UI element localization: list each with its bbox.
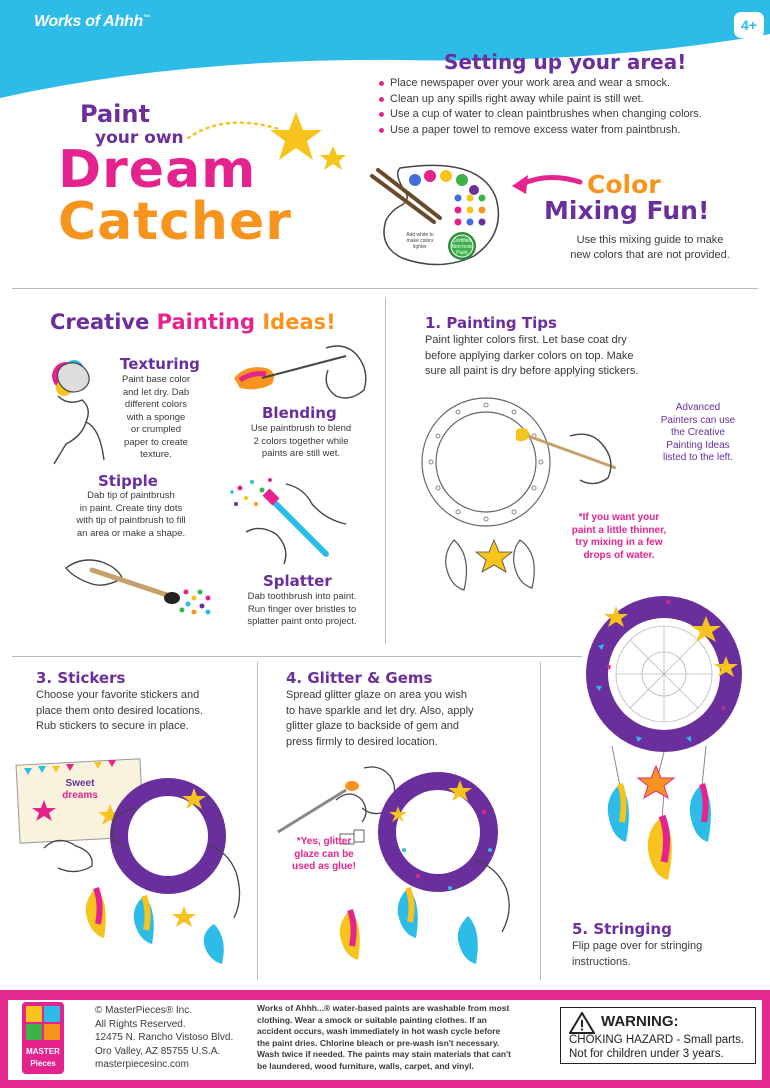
logo-text: Pieces [30,1059,56,1068]
setup-item: Clean up any spills right away while pai… [378,92,763,108]
color-mixing-description: Use this mixing guide to make new colors… [570,234,730,261]
sticker-sheet-image: Sweet dreams [15,758,241,964]
sponge-hand-icon [52,360,105,465]
age-badge: 4+ [734,12,764,38]
stipple-brush-icon [65,559,211,615]
palette-note: Add white to [406,232,434,238]
divider [540,662,541,980]
stringing-title: 5. Stringing [572,920,672,938]
warning-line: CHOKING HAZARD - Small parts. [569,1034,745,1046]
top-banner [0,0,770,98]
website-link[interactable]: masterpiecesinc.com [95,1059,189,1070]
paintbrush-hand-icon [234,345,367,399]
logo-text: MASTER [26,1047,60,1056]
divider [385,298,386,644]
stickers-title: 3. Stickers [36,669,126,687]
stars-decoration-icon [186,112,346,170]
masterpieces-logo: MASTER Pieces [22,1002,64,1074]
setup-item: Use a cup of water to clean paintbrushes… [378,107,763,123]
splatter-title: Splatter [263,572,332,590]
warning-title: WARNING: [601,1013,679,1030]
choking-warning-box: WARNING: CHOKING HAZARD - Small parts. N… [560,1007,756,1064]
palette-note: make colors [407,238,434,244]
blending-title: Blending [262,404,337,422]
brand-logo: Works of Ahhh™ [34,13,150,30]
dream-catcher-outline-icon [421,397,617,591]
texturing-title: Texturing [120,355,200,373]
title-your-own: your own [95,128,184,148]
painted-dream-catcher-image [586,596,742,880]
sticker-text: dreams [62,790,98,801]
divider [257,662,258,980]
palette-note: lighter [413,244,427,250]
seal-text: Non-toxic [451,244,473,250]
painting-tips-title: 1. Painting Tips [425,314,557,332]
title-catcher: Catcher [58,192,292,252]
paint-palette-icon: Certified Non-toxic Paint Add white to m… [370,164,500,266]
setup-item: Place newspaper over your work area and … [378,76,763,92]
divider [12,656,582,657]
setup-heading: Setting up your area! [444,50,687,74]
color-mixing-title-line2: Mixing Fun! [544,196,710,225]
seal-text: Certified [453,238,472,244]
divider [12,288,758,289]
sticker-text: Sweet [66,778,96,789]
painting-tips-text: Paint lighter colors first. Let base coa… [425,334,639,377]
setup-list: Place newspaper over your work area and … [378,76,763,138]
title-dream: Dream [58,140,257,200]
copyright-block: © MasterPieces® Inc. All Rights Reserved… [95,1005,234,1070]
curved-arrow-icon [512,175,583,194]
stipple-title: Stipple [98,472,158,490]
warning-triangle-icon [569,1012,595,1034]
creative-ideas-heading: Creative Painting Ideas! [50,310,336,334]
glitter-gems-image [277,766,510,964]
color-mixing-title-line1: Color [587,170,661,199]
setup-item: Use a paper towel to remove excess water… [378,123,763,139]
warning-line: Not for children under 3 years. [569,1048,724,1060]
glitter-gems-title: 4. Glitter & Gems [286,669,433,687]
washable-paint-notice: Works of Ahhh...® water-based paints are… [257,1003,511,1071]
splatter-text: Dab toothbrush into paint.Run finger ove… [247,591,357,627]
title-paint: Paint [80,100,150,128]
toothbrush-splatter-icon [230,478,347,565]
seal-text: Paint [456,250,468,256]
